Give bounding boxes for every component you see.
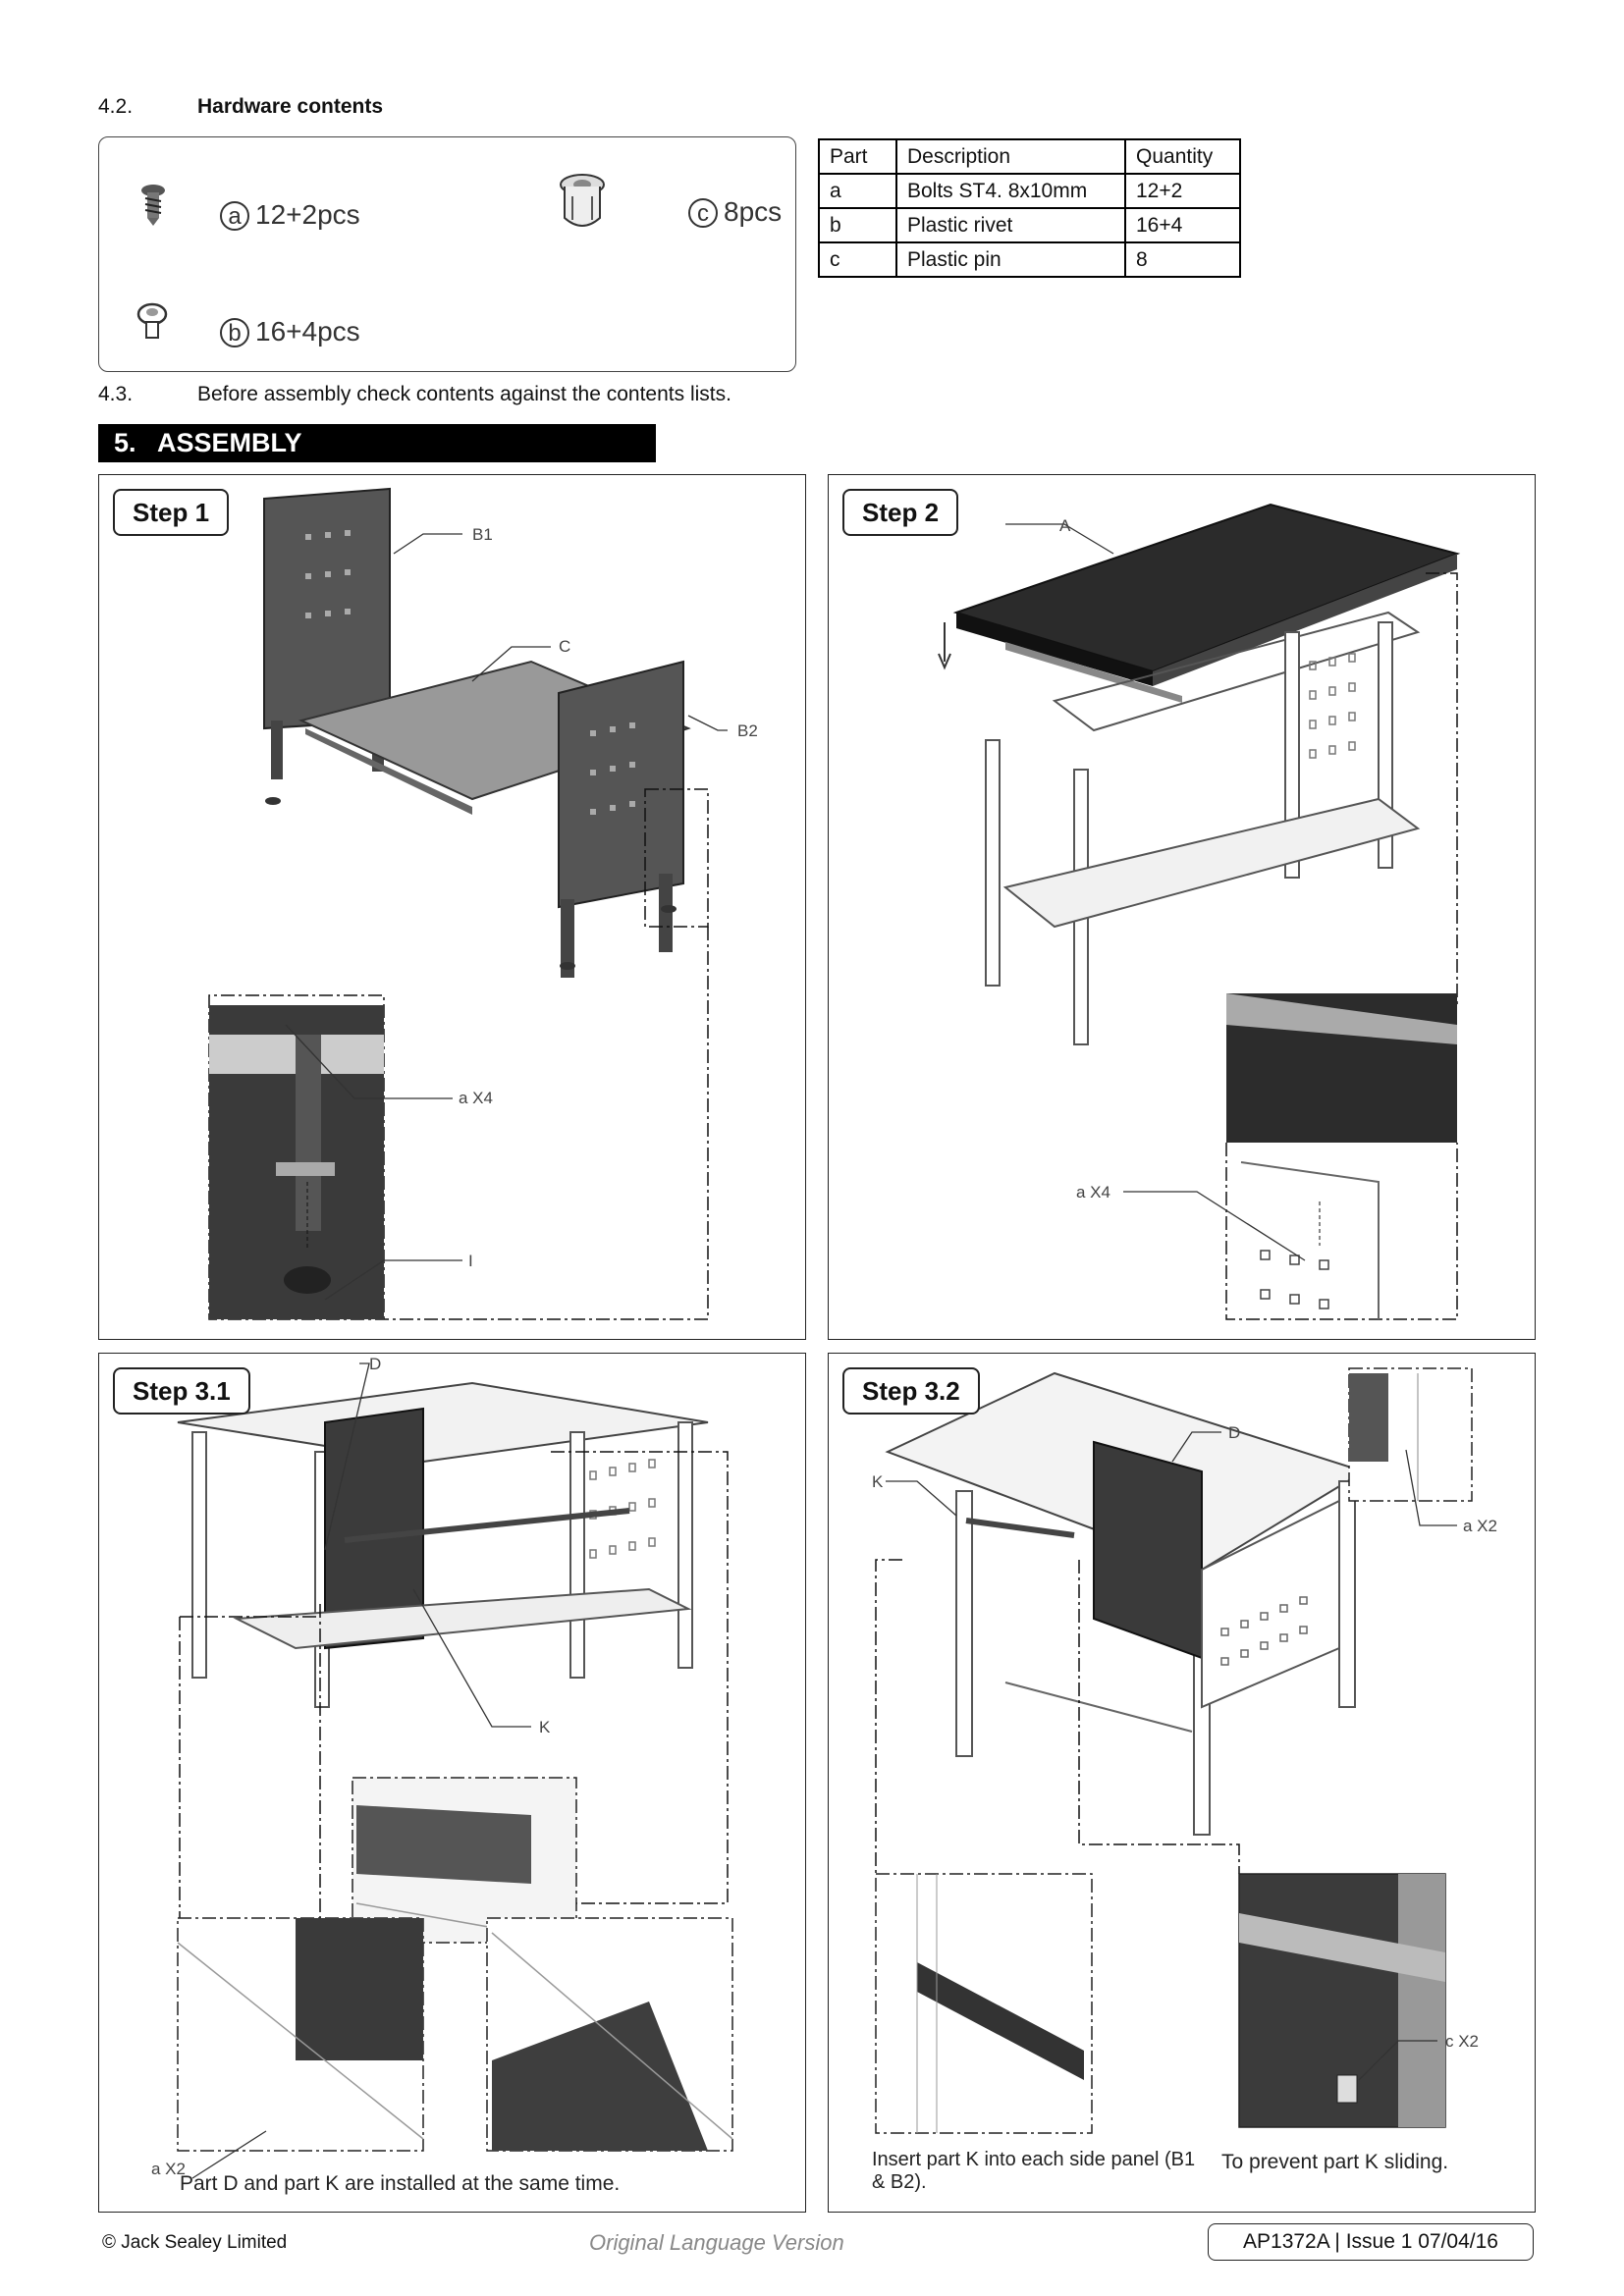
step3-2-panel: D K a X2 c X2 Step 3.2 Insert part K int… xyxy=(828,1353,1536,2213)
footer-copyright: © Jack Sealey Limited xyxy=(102,2232,288,2253)
step1-label: Step 1 xyxy=(113,489,230,536)
table-cell: Plastic pin xyxy=(895,241,1126,278)
section-title-assembly: 5. ASSEMBLY xyxy=(98,424,656,462)
step3-2-illustration: D K a X2 c X2 xyxy=(872,1367,1497,2134)
callout-d: D xyxy=(369,1355,381,1373)
table-header-quantity: Quantity xyxy=(1124,138,1241,175)
hardware-illustrations xyxy=(136,174,605,339)
footer-language: Original Language Version xyxy=(589,2230,844,2255)
step3-1-caption: Part D and part K are installed at the s… xyxy=(180,2172,621,2195)
table-header-part: Part xyxy=(818,138,897,175)
step1-panel: B1 C B2 a X4 I Step 1 xyxy=(98,474,806,1340)
step3-2-label: Step 3.2 xyxy=(842,1367,980,1415)
step3-1-panel: D K a X2 Step 3.1 Part D and part K are … xyxy=(98,1353,806,2213)
step3-2-caption-right: To prevent part K sliding. xyxy=(1221,2151,1449,2173)
callout-a: A xyxy=(1059,516,1071,535)
plastic-pin-icon xyxy=(560,174,605,227)
table-cell: Bolts ST4. 8x10mm xyxy=(895,173,1126,209)
section-title-hardware-contents: Hardware contents xyxy=(197,95,384,118)
table-cell: 12+2 xyxy=(1124,173,1241,209)
step3-1-label: Step 3.1 xyxy=(113,1367,250,1415)
table-row: a Bolts ST4. 8x10mm 12+2 xyxy=(818,173,1241,209)
step1-illustration: B1 C B2 a X4 I xyxy=(208,487,758,1320)
step2-label: Step 2 xyxy=(842,489,959,536)
section-text-4-3: Before assembly check contents against t… xyxy=(197,383,731,405)
hardware-b-letter: b xyxy=(220,318,249,347)
table-cell: 8 xyxy=(1124,241,1241,278)
table-header-description: Description xyxy=(895,138,1126,175)
callout-k: K xyxy=(539,1718,551,1736)
callout-d: D xyxy=(1228,1423,1240,1442)
callout-k: K xyxy=(872,1472,884,1491)
table-header-row: Part Description Quantity xyxy=(818,138,1241,175)
callout-b1: B1 xyxy=(472,525,493,544)
callout-c: C xyxy=(559,637,570,656)
table-cell: c xyxy=(818,241,897,278)
hardware-b-qty: 16+4pcs xyxy=(255,316,360,347)
table-row: b Plastic rivet 16+4 xyxy=(818,207,1241,243)
hardware-a-qty: 12+2pcs xyxy=(255,199,360,230)
hardware-c-qty: 8pcs xyxy=(724,196,783,227)
step3-1-illustration: D K a X2 xyxy=(151,1355,733,2179)
callout-a-x2: a X2 xyxy=(151,2160,186,2178)
section-number-4-3: 4.3. xyxy=(98,383,134,405)
callout-c-x2: c X2 xyxy=(1445,2032,1479,2051)
callout-a-x4: a X4 xyxy=(1076,1183,1110,1201)
parts-table: Part Description Quantity a Bolts ST4. 8… xyxy=(818,138,1241,278)
table-cell: Plastic rivet xyxy=(895,207,1126,243)
table-row: c Plastic pin 8 xyxy=(818,241,1241,278)
rivet-icon xyxy=(136,302,168,339)
section-number-4-2: 4.2. xyxy=(98,95,134,118)
screw-icon xyxy=(141,185,165,226)
footer-doc-ref: AP1372A | Issue 1 07/04/16 xyxy=(1208,2223,1534,2261)
callout-a-x4: a X4 xyxy=(459,1089,493,1107)
callout-a-x2: a X2 xyxy=(1463,1517,1497,1535)
callout-b2: B2 xyxy=(737,721,758,740)
step3-2-caption-left: Insert part K into each side panel (B1 &… xyxy=(872,2149,1196,2193)
step2-panel: A a X4 Step 2 xyxy=(828,474,1536,1340)
hardware-a-letter: a xyxy=(220,201,249,231)
table-cell: 16+4 xyxy=(1124,207,1241,243)
step2-illustration: A a X4 xyxy=(938,503,1461,1320)
callout-i: I xyxy=(468,1252,473,1270)
table-cell: b xyxy=(818,207,897,243)
table-cell: a xyxy=(818,173,897,209)
hardware-c-letter: c xyxy=(688,198,718,228)
